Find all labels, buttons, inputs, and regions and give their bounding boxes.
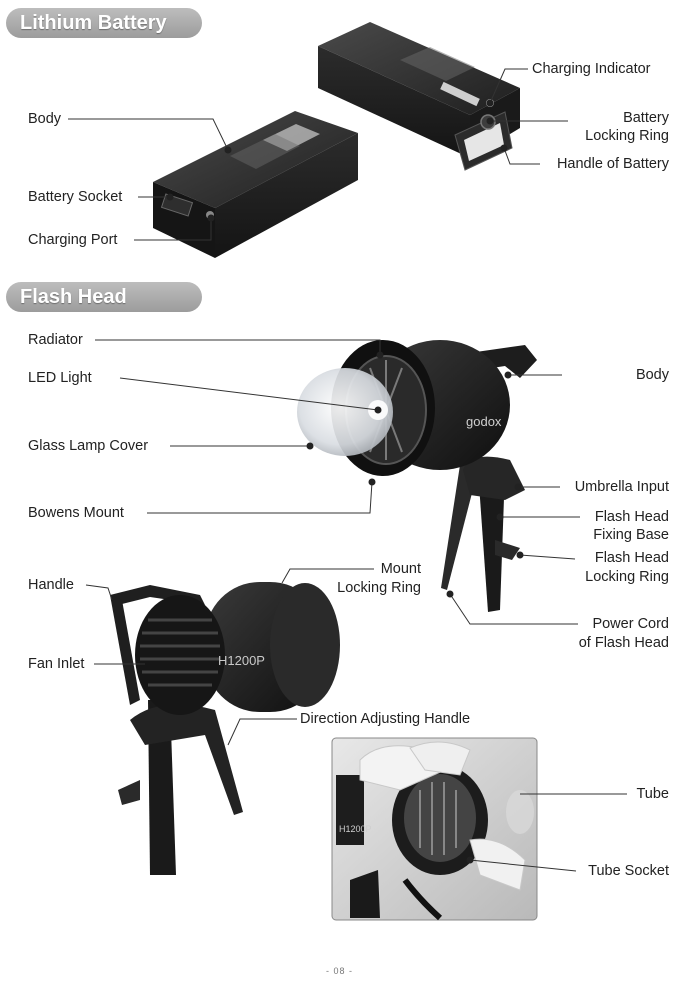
battery-front-image — [153, 111, 358, 258]
leader-dots — [166, 99, 524, 864]
label-battery-socket: Battery Socket — [28, 189, 123, 205]
flash-head-image: godox — [297, 340, 537, 612]
label-power-cord-line1: Power Cord — [592, 616, 669, 632]
page-number: - 08 - — [325, 966, 353, 976]
label-tube: Tube — [636, 786, 669, 802]
model-logo-rear: H1200P — [218, 653, 265, 668]
label-flash-locking-ring-line2: Locking Ring — [585, 569, 669, 585]
label-handle: Handle — [28, 577, 74, 593]
label-mount-ring-line2: Locking Ring — [337, 580, 421, 596]
label-direction-adjusting-handle: Direction Adjusting Handle — [300, 711, 471, 727]
label-radiator: Radiator — [28, 332, 83, 348]
label-glass-lamp-cover: Glass Lamp Cover — [28, 438, 149, 454]
tube-installation-photo: H1200P — [331, 737, 538, 921]
label-battery-body: Body — [28, 111, 62, 127]
label-tube-socket: Tube Socket — [588, 863, 669, 879]
label-bowens-mount: Bowens Mount — [28, 505, 124, 521]
leader-lines — [68, 68, 627, 872]
section-title-lithium-battery: Lithium Battery — [6, 8, 202, 38]
flash-head-rear-image: H1200P — [110, 582, 340, 875]
section-title-flash-head: Flash Head — [6, 282, 202, 312]
label-handle-of-battery: Handle of Battery — [556, 156, 669, 172]
label-led-light: LED Light — [28, 370, 92, 386]
battery-back-image — [318, 22, 520, 171]
label-battery-locking-ring-line2: Locking Ring — [585, 128, 669, 144]
model-logo-inset: H1200P — [339, 824, 372, 834]
label-charging-port: Charging Port — [28, 232, 118, 248]
godox-logo: godox — [466, 414, 502, 429]
label-flash-body: Body — [635, 367, 669, 383]
label-fixing-base-line2: Fixing Base — [593, 527, 669, 543]
label-fan-inlet: Fan Inlet — [28, 656, 85, 672]
label-flash-locking-ring-line1: Flash Head — [594, 550, 669, 566]
label-power-cord-line2: of Flash Head — [578, 635, 669, 651]
label-battery-locking-ring-line1: Battery — [623, 110, 669, 126]
label-umbrella-input: Umbrella Input — [574, 479, 669, 495]
label-fixing-base-line1: Flash Head — [594, 509, 669, 525]
label-charging-indicator: Charging Indicator — [532, 61, 651, 77]
label-mount-ring-line1: Mount — [380, 561, 421, 577]
